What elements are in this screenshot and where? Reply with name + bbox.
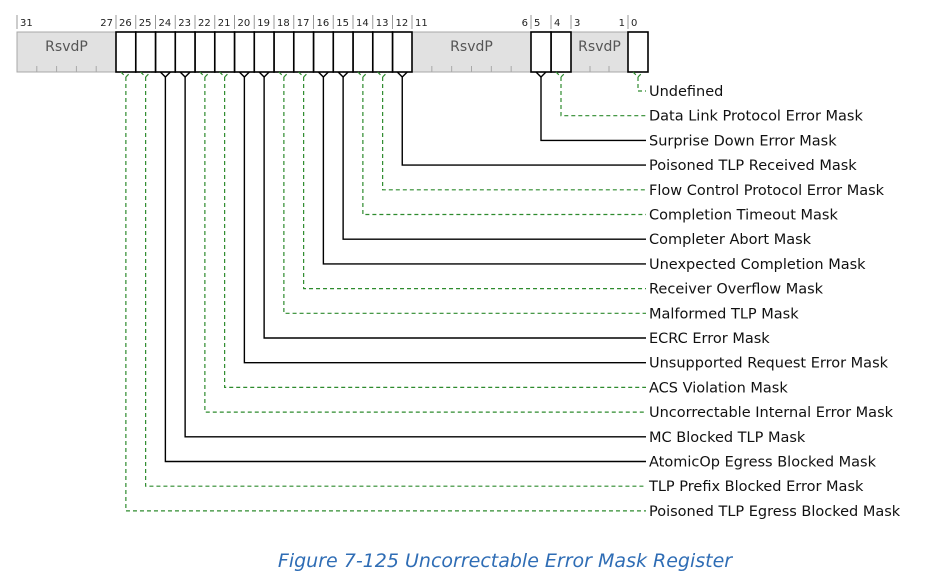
field-cell [233,31,256,73]
field-label: Uncorrectable Internal Error Mask [649,405,894,421]
field-label: Unexpected Completion Mask [649,257,866,273]
leader-line [125,77,646,512]
bit-number: 27 [100,18,113,29]
field-label: Undefined [649,84,723,100]
leader-line [263,77,646,339]
field-cell [194,31,216,73]
leader-line [243,77,646,364]
reserved-block [16,31,117,73]
bit-number: 31 [20,18,33,29]
field-cell [174,31,196,73]
field-cell [371,31,394,73]
field-label: Malformed TLP Mask [649,306,799,322]
leader-line [224,77,646,388]
bit-number: 14 [356,18,369,29]
reserved-label: RsvdP [578,39,621,55]
leader-line [145,77,646,487]
field-label: Surprise Down Error Mask [649,133,837,149]
field-cell [627,31,649,73]
bit-number: 0 [631,18,637,29]
field-cell [253,31,275,73]
leader-line [164,77,646,463]
bit-number: 15 [336,18,349,29]
field-label: Poisoned TLP Received Mask [649,158,857,174]
bit-number: 4 [554,18,560,29]
field-label: Receiver Overflow Mask [649,282,824,298]
leader-line [560,77,646,117]
field-label: ACS Violation Mask [649,380,788,396]
field-label: Completion Timeout Mask [649,208,838,224]
field-cell [154,31,177,73]
field-label: MC Blocked TLP Mask [649,430,806,446]
field-label: AtomicOp Egress Blocked Mask [649,455,877,471]
field-cell [391,31,413,73]
bit-number: 6 [522,18,528,29]
bit-number: 13 [376,18,389,29]
bit-number: 12 [396,18,409,29]
leader-line [382,77,646,191]
field-cell [332,31,354,73]
bit-number: 3 [574,18,580,29]
leader-line [283,77,646,314]
leader-line [184,77,646,438]
field-cell [312,31,335,73]
figure-caption: Figure 7-125 Uncorrectable Error Mask Re… [278,550,733,572]
field-cell [530,31,552,73]
field-cell [550,31,572,73]
bit-number: 16 [317,18,330,29]
field-cell [115,31,137,73]
field-cell [352,31,374,73]
field-label: Flow Control Protocol Error Mask [649,183,885,199]
field-label: Unsupported Request Error Mask [649,356,889,372]
bit-number: 5 [534,18,540,29]
leader-line [303,77,646,290]
reserved-label: RsvdP [45,39,88,55]
field-cell [213,31,236,73]
bit-number: 22 [198,18,211,29]
bit-number: 18 [277,18,290,29]
field-label: TLP Prefix Blocked Error Mask [648,479,864,495]
bit-number: 17 [297,18,310,29]
bit-number: 21 [218,18,231,29]
leader-line [362,77,646,216]
leader-line [322,77,646,265]
leader-lines [120,71,646,512]
field-cells [115,31,649,73]
reserved-blocks: RsvdP RsvdP RsvdP [16,31,629,73]
bit-number: 23 [178,18,191,29]
reserved-label: RsvdP [450,39,493,55]
bit-number: 20 [238,18,251,29]
bit-number: 11 [415,18,428,29]
bit-number: 26 [119,18,132,29]
leader-line [540,77,646,142]
field-label: Poisoned TLP Egress Blocked Mask [649,504,901,520]
field-cell [292,31,315,73]
field-cell [273,31,295,73]
bit-number: 19 [257,18,270,29]
leader-line [204,77,646,413]
field-label: Completer Abort Mask [649,232,812,248]
leader-line [342,77,646,240]
bit-number: 25 [139,18,152,29]
leader-line [401,77,646,166]
bit-number: 1 [619,18,625,29]
field-label: Data Link Protocol Error Mask [649,109,863,125]
field-label: ECRC Error Mask [649,331,770,347]
bit-number: 24 [159,18,172,29]
leader-line [637,77,646,92]
field-cell [134,31,157,73]
